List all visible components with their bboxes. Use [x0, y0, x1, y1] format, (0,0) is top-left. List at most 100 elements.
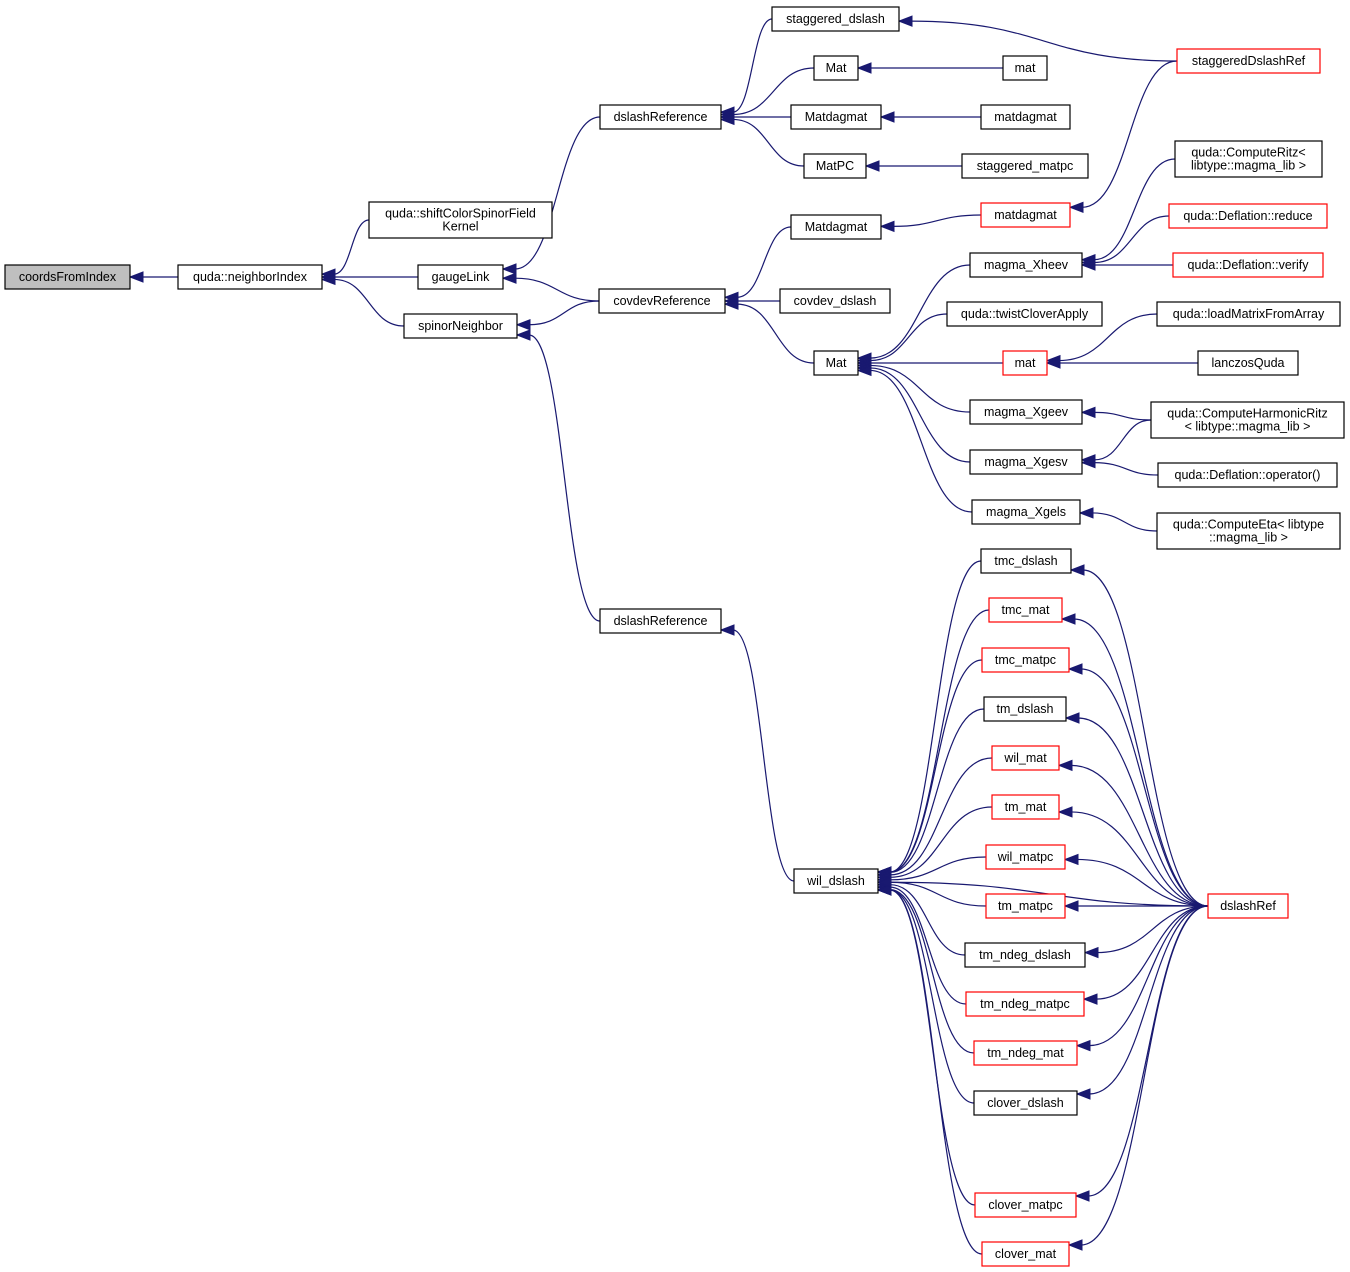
graph-node-dslashReference1[interactable]: dslashReference: [599, 104, 722, 130]
node-box: [599, 608, 722, 634]
arrowhead-icon: [897, 15, 913, 27]
graph-node-tm_ndeg_mat[interactable]: tm_ndeg_mat: [973, 1040, 1078, 1066]
node-label: staggered_dslash: [786, 12, 885, 26]
graph-node-tmc_mat[interactable]: tmc_mat: [988, 597, 1063, 623]
graph-node-Mat1[interactable]: Mat: [813, 55, 859, 81]
node-box: [981, 1241, 1070, 1267]
node-box: [969, 252, 1083, 278]
graph-node-gaugeLink[interactable]: gaugeLink: [417, 264, 504, 290]
call-edge-dslashRef-to-wil_matpc: [1076, 858, 1209, 907]
call-edge-covdevReference-to-spinorNeighbor: [528, 300, 600, 326]
graph-node-matdagmat1[interactable]: matdagmat: [980, 104, 1071, 130]
arrowhead-icon: [501, 263, 517, 275]
graph-node-covdev_dslash[interactable]: covdev_dslash: [779, 288, 891, 314]
node-label: spinorNeighbor: [418, 319, 503, 333]
graph-node-ComputeEta[interactable]: quda::ComputeEta< libtype::magma_lib >: [1156, 512, 1341, 550]
graph-node-magma_Xheev[interactable]: magma_Xheev: [969, 252, 1083, 278]
graph-node-DeflReduce[interactable]: quda::Deflation::reduce: [1168, 203, 1328, 229]
graph-node-wil_matpc[interactable]: wil_matpc: [985, 844, 1066, 870]
node-box: [983, 696, 1067, 722]
call-edge-DeflOperator-to-magma_Xgesv: [1093, 462, 1159, 476]
node-label: quda::Deflation::reduce: [1183, 209, 1312, 223]
node-label: tm_dslash: [997, 702, 1054, 716]
graph-node-clover_mat[interactable]: clover_mat: [981, 1241, 1070, 1267]
graph-node-twistCloverApply[interactable]: quda::twistCloverApply: [946, 301, 1103, 327]
node-label: matdagmat: [994, 208, 1057, 222]
graph-node-DeflVerify[interactable]: quda::Deflation::verify: [1172, 252, 1324, 278]
node-box: [1156, 512, 1341, 550]
arrowhead-icon: [1080, 259, 1096, 271]
graph-node-matdagmat2[interactable]: matdagmat: [980, 202, 1071, 228]
graph-node-wil_mat[interactable]: wil_mat: [991, 745, 1060, 771]
node-box: [1172, 252, 1324, 278]
graph-node-MatPC[interactable]: MatPC: [803, 153, 867, 179]
call-edge-covdevReference-to-gaugeLink: [514, 277, 600, 302]
graph-node-clover_matpc[interactable]: clover_matpc: [974, 1192, 1077, 1218]
call-edge-dslashReference2-to-spinorNeighbor: [528, 334, 601, 622]
node-label: tmc_mat: [1002, 603, 1050, 617]
call-edge-dslashRef-to-tmc_mat: [1073, 618, 1209, 907]
node-label: magma_Xheev: [984, 258, 1069, 272]
graph-node-tmc_matpc[interactable]: tmc_matpc: [981, 647, 1070, 673]
arrowhead-icon: [1063, 900, 1079, 912]
node-label: quda::shiftColorSpinorField: [385, 207, 536, 221]
graph-node-covdevReference[interactable]: covdevReference: [598, 288, 726, 314]
node-box: [1197, 350, 1299, 376]
graph-node-Matdagmat1[interactable]: Matdagmat: [790, 104, 882, 130]
node-box: [790, 104, 882, 130]
arrowhead-icon: [1057, 759, 1073, 772]
node-label: staggeredDslashRef: [1192, 54, 1306, 68]
node-box: [803, 153, 867, 179]
call-edge-twistCloverApply-to-Mat2: [869, 313, 948, 362]
graph-node-magma_Xgesv[interactable]: magma_Xgesv: [969, 449, 1083, 475]
graph-node-mat1[interactable]: mat: [1002, 55, 1048, 81]
call-edge-dslashRef-to-tmc_matpc: [1080, 668, 1209, 907]
graph-node-tm_mat[interactable]: tm_mat: [991, 794, 1060, 820]
graph-node-HarmonicRitz[interactable]: quda::ComputeHarmonicRitz< libtype::magm…: [1150, 401, 1345, 439]
graph-node-tm_matpc[interactable]: tm_matpc: [985, 893, 1066, 919]
graph-node-clover_dslash[interactable]: clover_dslash: [973, 1090, 1078, 1116]
node-label: quda::Deflation::operator(): [1175, 468, 1321, 482]
graph-node-tmc_dslash[interactable]: tmc_dslash: [980, 548, 1072, 574]
node-box: [771, 6, 900, 32]
graph-node-staggered_dslash[interactable]: staggered_dslash: [771, 6, 900, 32]
graph-node-staggeredDslashRef[interactable]: staggeredDslashRef: [1176, 48, 1321, 74]
graph-node-mat2[interactable]: mat: [1002, 350, 1048, 376]
graph-node-ComputeRitz[interactable]: quda::ComputeRitz<libtype::magma_lib >: [1174, 140, 1323, 178]
arrowhead-icon: [1060, 613, 1076, 625]
call-edge-tmc_dslash-to-wil_dslash: [889, 560, 982, 873]
graph-node-tm_ndeg_dslash[interactable]: tm_ndeg_dslash: [964, 942, 1086, 968]
arrowhead-icon: [1064, 712, 1080, 724]
arrowhead-icon: [1075, 1088, 1091, 1100]
graph-node-dslashReference2[interactable]: dslashReference: [599, 608, 722, 634]
graph-node-magma_Xgeev[interactable]: magma_Xgeev: [969, 399, 1083, 425]
node-label: quda::twistCloverApply: [961, 307, 1089, 321]
graph-node-Matdagmat2[interactable]: Matdagmat: [790, 214, 882, 240]
call-edge-spinorNeighbor-to-neighborIndex: [333, 278, 405, 327]
graph-node-loadMatrix[interactable]: quda::loadMatrixFromArray: [1156, 301, 1341, 327]
call-edge-tm_ndeg_matpc-to-wil_dslash: [889, 886, 967, 1005]
node-label: mat: [1015, 356, 1036, 370]
graph-node-DeflOperator[interactable]: quda::Deflation::operator(): [1157, 462, 1338, 488]
edges-layer: [128, 15, 1209, 1255]
graph-node-spinorNeighbor[interactable]: spinorNeighbor: [403, 313, 518, 339]
graph-node-tm_dslash[interactable]: tm_dslash: [983, 696, 1067, 722]
graph-node-wil_dslash[interactable]: wil_dslash: [793, 868, 879, 894]
node-box: [813, 55, 859, 81]
graph-node-staggered_matpc[interactable]: staggered_matpc: [961, 153, 1089, 179]
node-box: [973, 1040, 1078, 1066]
node-box: [599, 104, 722, 130]
node-box: [946, 301, 1103, 327]
graph-node-tm_ndeg_matpc[interactable]: tm_ndeg_matpc: [965, 991, 1085, 1017]
graph-node-neighborIndex[interactable]: quda::neighborIndex: [177, 264, 323, 290]
call-edge-wil_matpc-to-wil_dslash: [889, 856, 987, 881]
call-edge-dslashRef-to-tm_ndeg_matpc: [1095, 905, 1209, 1000]
graph-node-dslashRef[interactable]: dslashRef: [1207, 893, 1289, 919]
node-box: [965, 991, 1085, 1017]
graph-node-magma_Xgels[interactable]: magma_Xgels: [971, 499, 1081, 525]
node-label: tm_ndeg_dslash: [979, 948, 1071, 962]
graph-node-Mat2[interactable]: Mat: [813, 350, 859, 376]
graph-node-lanczosQuda[interactable]: lanczosQuda: [1197, 350, 1299, 376]
